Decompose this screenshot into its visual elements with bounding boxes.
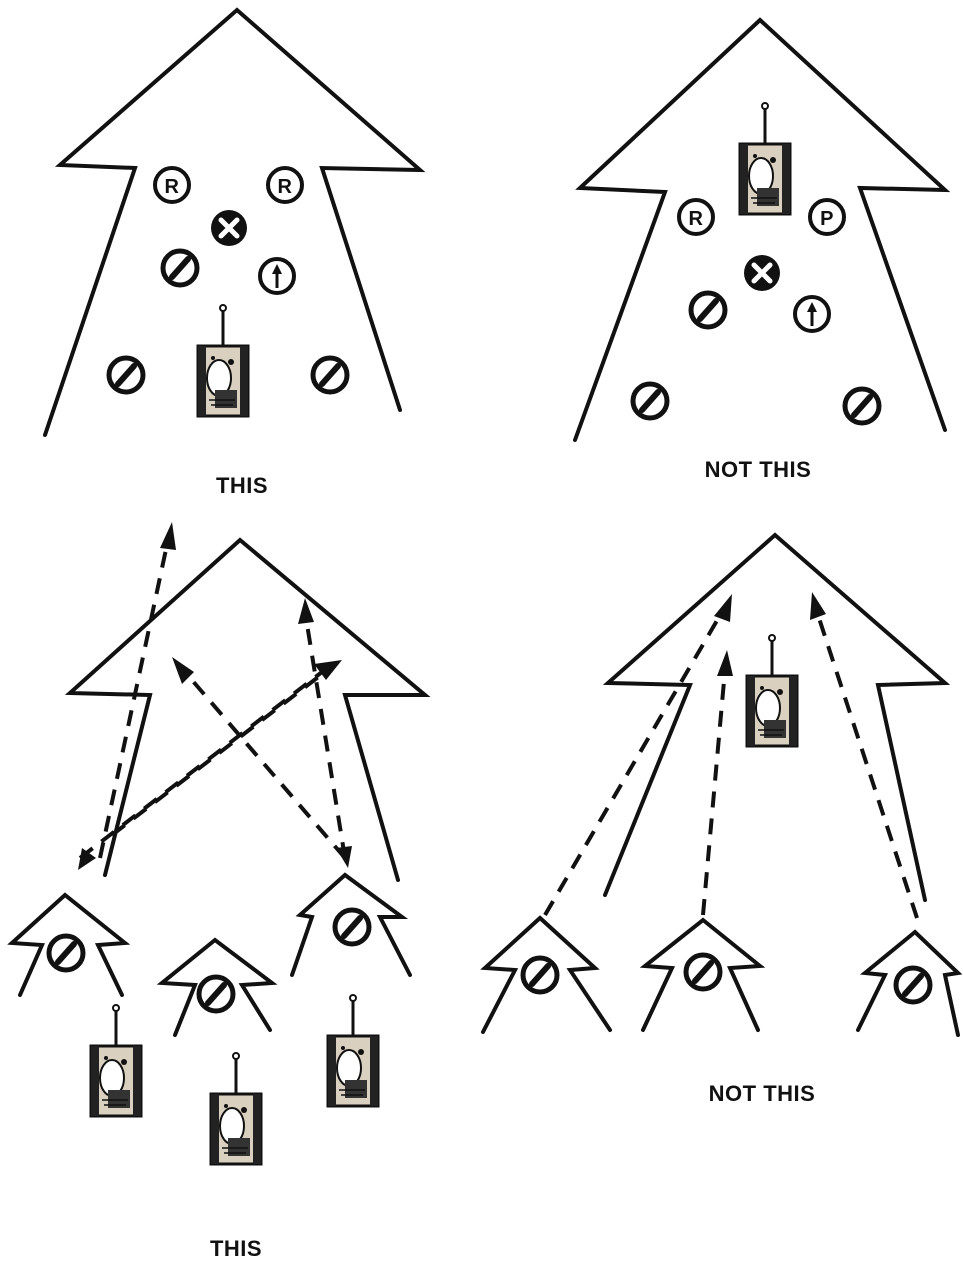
axis-arrow-outline — [64, 537, 431, 882]
panel-top-left: R R THIS — [43, 7, 426, 498]
slashed-circle-icon — [335, 910, 369, 944]
slashed-circle-icon — [845, 389, 879, 423]
x-circle-icon — [744, 255, 780, 291]
r-marker: R — [677, 198, 715, 236]
tank-icon — [745, 633, 799, 748]
small-axis-arrow — [290, 872, 412, 977]
tank-icon — [89, 1003, 143, 1118]
up-arrow-circle-icon — [793, 295, 831, 333]
caption-not-this-bottom: NOT THIS — [709, 1081, 816, 1106]
svg-text:R: R — [689, 208, 704, 230]
slashed-circle-icon — [109, 358, 143, 392]
axis-arrow-outline — [43, 7, 426, 437]
small-axis-arrow — [156, 937, 278, 1037]
svg-text:R: R — [278, 176, 293, 198]
slashed-circle-icon — [49, 936, 83, 970]
small-axis-arrow — [480, 915, 612, 1034]
x-circle-icon — [211, 210, 247, 246]
slashed-circle-icon — [691, 293, 725, 327]
slashed-circle-icon — [523, 958, 557, 992]
tank-icon — [738, 101, 792, 216]
small-axis-arrow — [7, 892, 131, 997]
caption-not-this-top: NOT THIS — [705, 457, 812, 482]
r-marker-left: R — [153, 166, 191, 204]
small-axis-arrow — [856, 929, 963, 1037]
fire-lines — [543, 592, 919, 919]
svg-text:P: P — [820, 208, 834, 230]
axis-arrow-outline — [602, 532, 951, 902]
slashed-circle-icon — [199, 977, 233, 1011]
caption-this-bottom: THIS — [210, 1236, 262, 1261]
up-arrow-circle-icon — [258, 257, 296, 295]
tank-icon — [326, 993, 380, 1108]
slashed-circle-icon — [633, 384, 667, 418]
svg-text:R: R — [165, 176, 180, 198]
caption-this-top: THIS — [216, 473, 268, 498]
tank-icon — [196, 303, 250, 418]
p-marker: P — [808, 198, 846, 236]
slashed-circle-icon — [313, 358, 347, 392]
fire-lines — [78, 522, 352, 870]
tank-icon — [209, 1051, 263, 1166]
panel-top-right: R P NOT THIS — [573, 17, 951, 482]
panel-bottom-left: THIS — [7, 522, 431, 1261]
slashed-circle-icon — [686, 955, 720, 989]
slashed-circle-icon — [896, 968, 930, 1002]
panel-bottom-right: NOT THIS — [480, 532, 963, 1106]
small-axis-arrow — [639, 917, 766, 1032]
slashed-circle-icon — [163, 251, 197, 285]
r-marker-right: R — [266, 166, 304, 204]
axis-arrow-outline — [573, 17, 951, 442]
